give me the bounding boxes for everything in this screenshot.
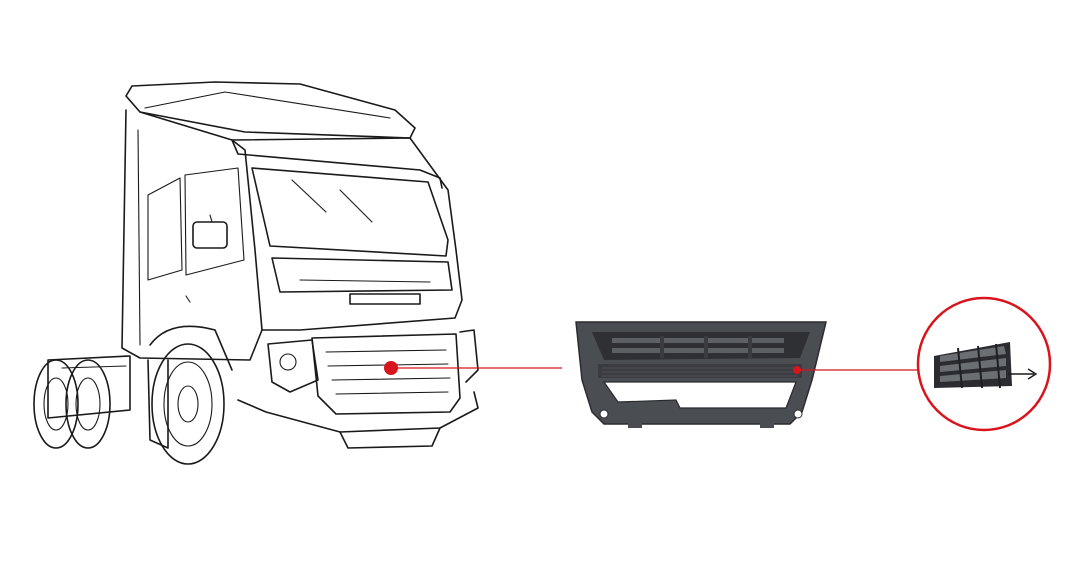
front-grille-part xyxy=(575,321,827,428)
detail-callout xyxy=(916,296,1052,432)
grille-insert-detail xyxy=(934,342,1012,389)
truck-illustration xyxy=(33,81,479,465)
